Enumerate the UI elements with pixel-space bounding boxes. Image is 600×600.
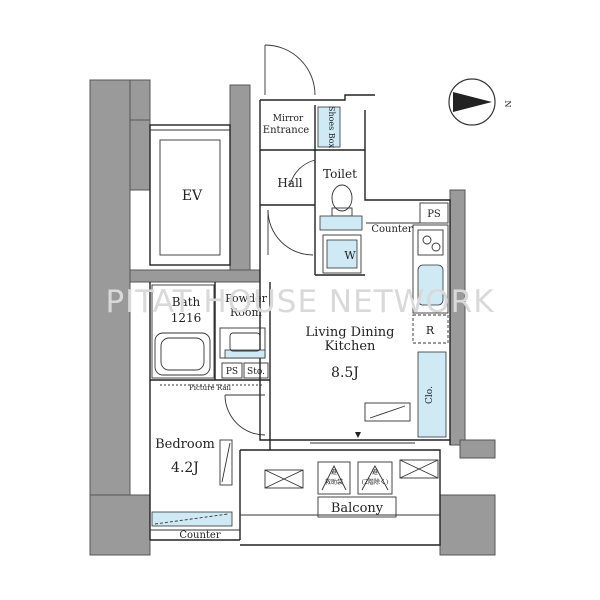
unit-outline — [149, 94, 451, 541]
toilet-label: Toilet — [323, 167, 357, 181]
powder-room-label-1: Powder — [225, 292, 268, 305]
hall-label: Hall — [277, 176, 302, 190]
bedroom-size: 4.2J — [171, 460, 199, 476]
powder-room: Powder Room — [219, 292, 268, 359]
bedroom-label: Bedroom — [155, 437, 215, 452]
bath-size: 1216 — [171, 311, 202, 325]
hatch-1-line2: 救助袋 — [325, 478, 343, 486]
balcony-label: Balcony — [331, 501, 384, 516]
entrance-label: Entrance — [263, 125, 310, 136]
bedroom-counter: Counter — [150, 511, 240, 541]
floor-heating-mark — [364, 402, 411, 422]
counter-top-label: Counter — [371, 224, 412, 235]
powder-room-label-2: Room — [230, 306, 263, 319]
north-label: N — [503, 101, 512, 108]
ev-label: EV — [182, 188, 203, 204]
bath-label: Bath — [172, 295, 201, 309]
picture-rail-label: Picture Rail — [189, 384, 232, 392]
ps-bottom: PS — [221, 362, 243, 379]
north-arrow-icon — [453, 92, 492, 112]
storage-label: Sto. — [247, 367, 265, 377]
hatch-1-line1: 避 — [331, 468, 337, 476]
sash-marker — [355, 432, 361, 438]
storage: Sto. — [243, 362, 269, 379]
compass: N — [448, 78, 512, 126]
kitchen-fixtures: R Clo. — [412, 224, 449, 438]
ldk-label-1: Living Dining — [306, 325, 395, 340]
shoes-box-label: Shoes Box — [327, 106, 336, 149]
bedroom-door — [224, 394, 266, 436]
counter-bottom-label: Counter — [179, 530, 220, 541]
shoes-box: Shoes Box — [317, 106, 341, 149]
balcony: 避 救助袋 避 (2階除く) Balcony — [240, 432, 441, 546]
entrance-door — [264, 44, 316, 256]
ps-bottom-label: PS — [226, 367, 238, 377]
closet-label: Clo. — [425, 386, 435, 404]
bedroom-closet-mark — [219, 439, 233, 486]
ps-top: PS — [419, 202, 449, 224]
ldk-label-2: Kitchen — [325, 339, 376, 354]
elevator: EV — [149, 124, 231, 266]
toilet-fixture: Toilet — [319, 167, 363, 231]
watermark: PITAT HOUSE NETWORK — [105, 284, 494, 320]
washer-label: W — [344, 249, 356, 262]
hatch-2-line2: (2階除く) — [362, 478, 389, 486]
ps-top-label: PS — [427, 209, 441, 220]
bathroom: Bath 1216 — [151, 284, 215, 379]
refrigerator-label: R — [426, 324, 435, 337]
hatch-2-line1: 避 — [372, 468, 378, 476]
ldk-size: 8.5J — [331, 365, 359, 381]
washer-area: W — [322, 234, 362, 274]
mirror-label: Mirror — [273, 114, 304, 124]
structural-walls — [89, 79, 496, 556]
